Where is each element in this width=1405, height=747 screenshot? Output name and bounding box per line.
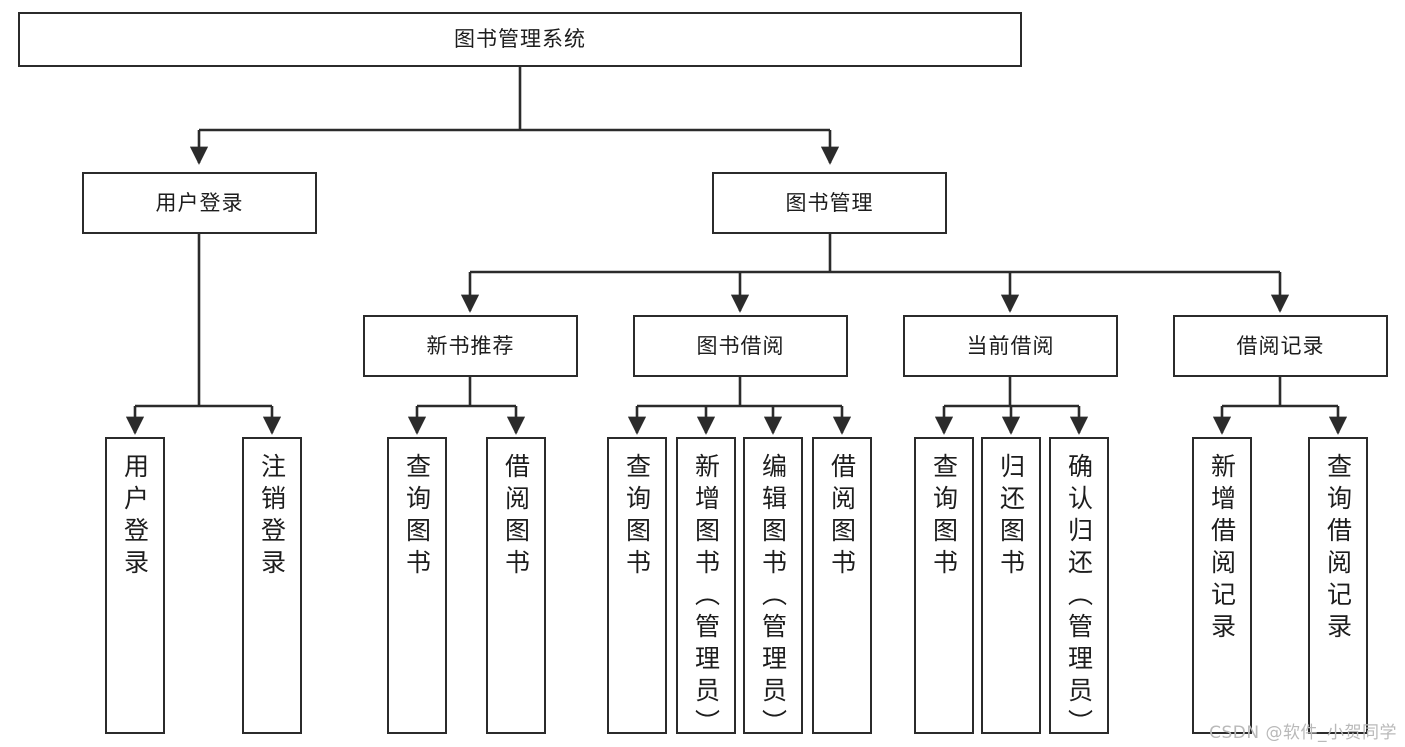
node-label: 借阅图书 xyxy=(827,453,857,581)
node-book-borrow[interactable]: 图书借阅 xyxy=(633,315,848,377)
node-label: 图书管理系统 xyxy=(454,27,586,52)
node-leaf-add-borrow-record[interactable]: 新增借阅记录 xyxy=(1192,437,1252,734)
node-label: 确认归还（管理员） xyxy=(1064,453,1094,741)
node-new-book-recommend[interactable]: 新书推荐 xyxy=(363,315,578,377)
node-borrow-record[interactable]: 借阅记录 xyxy=(1173,315,1388,377)
node-label: 归还图书 xyxy=(996,453,1026,581)
node-leaf-logout[interactable]: 注销登录 xyxy=(242,437,302,734)
node-leaf-query-book-current[interactable]: 查询图书 xyxy=(914,437,974,734)
node-leaf-borrow-book-recommend[interactable]: 借阅图书 xyxy=(486,437,546,734)
node-root-book-management-system[interactable]: 图书管理系统 xyxy=(18,12,1022,67)
node-label: 当前借阅 xyxy=(966,333,1055,358)
node-label: 编辑图书（管理员） xyxy=(758,453,788,741)
node-label: 图书管理 xyxy=(785,190,874,215)
node-label: 查询借阅记录 xyxy=(1323,453,1353,645)
node-label: 新书推荐 xyxy=(426,333,515,358)
node-label: 图书借阅 xyxy=(696,333,785,358)
node-leaf-user-login[interactable]: 用户登录 xyxy=(105,437,165,734)
node-label: 用户登录 xyxy=(120,453,150,581)
node-current-borrow[interactable]: 当前借阅 xyxy=(903,315,1118,377)
node-book-management[interactable]: 图书管理 xyxy=(712,172,947,234)
node-label: 新增借阅记录 xyxy=(1207,453,1237,645)
node-label: 查询图书 xyxy=(929,453,959,581)
node-label: 借阅图书 xyxy=(501,453,531,581)
node-user-login[interactable]: 用户登录 xyxy=(82,172,317,234)
node-label: 用户登录 xyxy=(155,190,244,215)
node-leaf-query-book-recommend[interactable]: 查询图书 xyxy=(387,437,447,734)
node-leaf-return-book[interactable]: 归还图书 xyxy=(981,437,1041,734)
node-label: 查询图书 xyxy=(402,453,432,581)
node-leaf-borrow-book[interactable]: 借阅图书 xyxy=(812,437,872,734)
node-label: 借阅记录 xyxy=(1236,333,1325,358)
node-label: 新增图书（管理员） xyxy=(691,453,721,741)
node-leaf-add-book-admin[interactable]: 新增图书（管理员） xyxy=(676,437,736,741)
node-leaf-edit-book-admin[interactable]: 编辑图书（管理员） xyxy=(743,437,803,741)
node-leaf-query-borrow-record[interactable]: 查询借阅记录 xyxy=(1308,437,1368,734)
node-leaf-query-book-borrow[interactable]: 查询图书 xyxy=(607,437,667,734)
node-leaf-confirm-return-admin[interactable]: 确认归还（管理员） xyxy=(1049,437,1109,741)
node-label: 注销登录 xyxy=(257,453,287,581)
node-label: 查询图书 xyxy=(622,453,652,581)
